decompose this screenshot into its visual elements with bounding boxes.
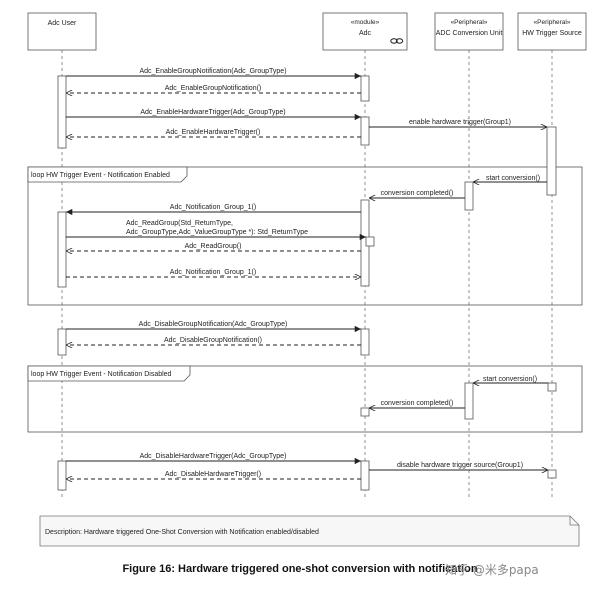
activation-adc: [360, 407, 370, 417]
message-label: enable hardware trigger(Group1): [409, 119, 511, 126]
participant-stereotype: «Peripheral»: [534, 19, 571, 26]
participant-adc-conversion-unit: «Peripheral» ADC Conversion Unit: [434, 12, 504, 51]
activation-hw-trigger: [547, 382, 557, 392]
watermark: 知乎 @米多papa: [445, 563, 539, 577]
activation-adc-conversion-unit: [464, 382, 474, 420]
activation-adc-nested: [365, 236, 375, 247]
participant-name: Adc: [359, 30, 372, 37]
participant-name: HW Trigger Source: [522, 30, 582, 37]
description-note: Description: Hardware triggered One-Shot…: [39, 515, 580, 547]
message-label: Adc_EnableGroupNotification(Adc_GroupTyp…: [139, 68, 286, 75]
module-icon: [390, 38, 404, 44]
activation-adc-user: [57, 460, 67, 491]
message-label: conversion completed(): [381, 400, 454, 407]
activation-adc: [360, 116, 370, 146]
message-label: conversion completed(): [381, 190, 454, 197]
activation-hw-trigger: [547, 469, 557, 479]
message-label: Adc_DisableHardwareTrigger(): [165, 471, 261, 478]
message-label: Adc_GroupType,Adc_ValueGroupType *): Std…: [126, 229, 308, 236]
activation-bars: [57, 75, 557, 491]
activation-adc-conversion-unit: [464, 181, 474, 211]
participant-stereotype: «Peripheral»: [451, 19, 488, 26]
loop-frame-label: loop HW Trigger Event - Notification Dis…: [31, 371, 172, 378]
message-label: Adc_ReadGroup(): [185, 243, 242, 250]
activation-adc-user: [57, 328, 67, 356]
message-label: Adc_Notification_Group_1(): [170, 204, 256, 211]
message-label: Adc_DisableGroupNotification(Adc_GroupTy…: [139, 321, 288, 328]
figure-caption: Figure 16: Hardware triggered one-shot c…: [122, 563, 478, 575]
message-label: Adc_EnableGroupNotification(): [165, 85, 262, 92]
activation-adc: [360, 75, 370, 102]
message-label: Adc_EnableHardwareTrigger(Adc_GroupType): [140, 109, 285, 116]
message-label: Adc_ReadGroup(Std_ReturnType,: [126, 220, 233, 227]
participant-adc-user: Adc User: [27, 12, 97, 51]
loop-frame-enabled: loop HW Trigger Event - Notification Ena…: [27, 166, 583, 306]
message-label: disable hardware trigger source(Group1): [397, 462, 523, 469]
participant-stereotype: «module»: [351, 19, 380, 26]
message-label: Adc_EnableHardwareTrigger(): [166, 129, 261, 136]
activation-adc: [360, 460, 370, 491]
participant-adc: «module» Adc: [322, 12, 408, 51]
message-label: start conversion(): [486, 175, 540, 182]
message-label: start conversion(): [483, 376, 537, 383]
message-label: Adc_DisableHardwareTrigger(Adc_GroupType…: [140, 453, 287, 460]
activation-adc-user: [57, 75, 67, 149]
description-text: Description: Hardware triggered One-Shot…: [45, 529, 319, 536]
loop-frame-label: loop HW Trigger Event - Notification Ena…: [31, 172, 170, 179]
message-label: Adc_Notification_Group_1(): [170, 269, 256, 276]
participant-hw-trigger-source: «Peripheral» HW Trigger Source: [517, 12, 587, 51]
activation-adc-user: [57, 211, 67, 288]
message-label: Adc_DisableGroupNotification(): [164, 337, 262, 344]
participant-name: Adc User: [48, 20, 77, 27]
participant-name: ADC Conversion Unit: [436, 30, 503, 37]
activation-adc: [360, 328, 370, 356]
loop-frame-disabled: loop HW Trigger Event - Notification Dis…: [27, 365, 583, 433]
activation-hw-trigger: [546, 126, 557, 196]
